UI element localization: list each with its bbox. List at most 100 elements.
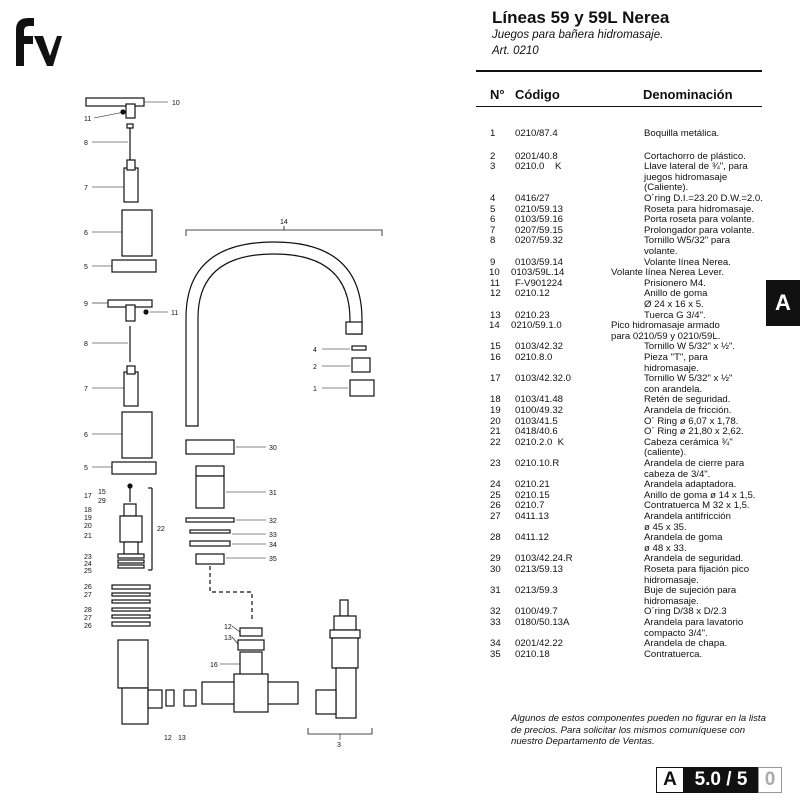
article-number: Art. 0210 [492,45,539,57]
callout-27: 27 [84,592,92,599]
callout-7b: 7 [84,386,88,393]
part-number: 30 [490,564,501,575]
callout-9: 9 [84,301,88,308]
callout-14: 14 [280,219,288,226]
part-code: 0207/59.15 [515,224,564,236]
callout-25: 25 [84,568,92,575]
part-description: Volante línea Nerea. [644,256,731,268]
part-description: cabeza de 3/4". [644,468,711,480]
part-code: 0100/49.32 [515,405,564,416]
part-code: 0103/42.32.0 [515,373,572,385]
part-number: 18 [490,394,501,406]
part-description: volante. [644,245,678,257]
callout-8b: 8 [84,341,88,348]
part-description: Arandela de cierre para [644,458,745,469]
callout-32: 32 [269,518,277,525]
page-suffix: 0 [758,767,782,793]
part-number: 24 [490,479,501,491]
part-number: 9 [490,256,496,268]
callout-26b: 26 [84,623,92,630]
part-description: O´ Ring ø 6,07 x 1,78. [644,415,739,427]
footer-note: Algunos de estos componentes pueden no f… [511,713,766,747]
part-number: 31 [490,585,501,597]
callout-35: 35 [269,556,277,563]
fv-logo [16,18,62,66]
part-description: ø 48 x 33. [644,542,687,554]
callout-15: 15 [98,489,106,496]
part-code: 0210/87.4 [515,128,558,139]
part-number: 32 [490,606,501,618]
part-description: Prisionero M4. [644,277,706,289]
page-letter: A [656,767,684,793]
spout-small-parts [349,345,375,397]
callout-17: 17 [84,493,92,500]
part-description: Tornillo W5/32" para [644,235,731,247]
col-header-code: Código [515,87,560,102]
part-description: (caliente). [644,447,687,459]
part-code: 0207/59.32 [515,235,564,247]
part-code: 0103/59.16 [515,214,564,226]
callout-8: 8 [84,140,88,147]
callout-6: 6 [84,230,88,237]
part-description: Arandela de chapa. [644,638,728,650]
part-code: 0411.12 [515,532,549,544]
part-description: Boquilla metálica. [644,128,720,139]
part-description: O´ Ring ø 21,80 x 2,62. [644,426,744,438]
part-description: Buje de sujeción para [644,585,737,597]
part-number: 29 [490,553,501,565]
part-number: 23 [490,458,501,469]
part-number: 2 [490,150,496,162]
callout-12b: 12 [224,624,232,631]
part-description: Anillo de goma ø 14 x 1,5. [644,489,756,501]
callout-21: 21 [84,533,92,540]
callout-29: 29 [98,498,106,505]
part-code: 0210.18 [515,648,550,660]
part-description: Tornillo W 5/32" x ½". [644,341,736,353]
part-code: 0210.10.R [515,458,560,469]
callout-22: 22 [157,526,165,533]
callout-1: 1 [313,386,317,393]
part-number: 35 [490,648,501,660]
part-description: Roseta para hidromasaje. [644,203,754,215]
part-number: 28 [490,532,501,544]
part-number: 19 [490,405,501,416]
part-number: 1 [490,128,496,139]
callout-3: 3 [337,742,341,749]
part-number: 22 [490,436,501,448]
part-number: 25 [490,489,501,501]
part-code: 0213/59.13 [515,564,564,575]
part-code: 0210.21 [515,479,550,491]
part-number: 10 [489,267,500,279]
part-number: 13 [490,309,501,321]
part-description: Cabeza cerámica ¾" [644,436,733,448]
part-code: 0210/59.13 [515,203,564,215]
part-number: 15 [490,341,501,353]
callout-16: 16 [210,662,218,669]
part-description: Contratuerca. [644,648,703,660]
part-description: Arandela de seguridad. [644,553,744,565]
callout-2: 2 [313,364,317,371]
part-code: 0103/41.5 [515,415,558,427]
callout-27b: 27 [84,615,92,622]
callout-4: 4 [313,347,317,354]
part-description: compacto 3/4". [644,627,708,639]
part-number: 11 [490,277,500,289]
part-description: Arandela para lavatorio [644,617,744,628]
part-code: 0418/40.6 [515,426,558,438]
part-description: Volante línea Nerea Lever. [611,267,725,279]
part-description: hidromasaje. [644,595,699,607]
part-description: O´ring D.I.=23.20 D.W.=2.0. [644,193,763,204]
part-number: 16 [490,352,501,363]
part-code: F-V901224 [515,277,563,289]
part-code: 0213/59.3 [515,585,558,597]
part-number: 4 [490,193,496,204]
part-code: 0210.7 [515,500,545,512]
ceramic-cartridge [111,483,153,627]
callout-10: 10 [172,100,180,107]
part-description: Pico hidromasaje armado [611,320,720,332]
part-description: Porta roseta para volante. [644,214,755,226]
part-description: Ø 24 x 16 x 5. [644,298,704,310]
callout-20: 20 [84,523,92,530]
part-description: Arandela de goma [644,532,723,544]
